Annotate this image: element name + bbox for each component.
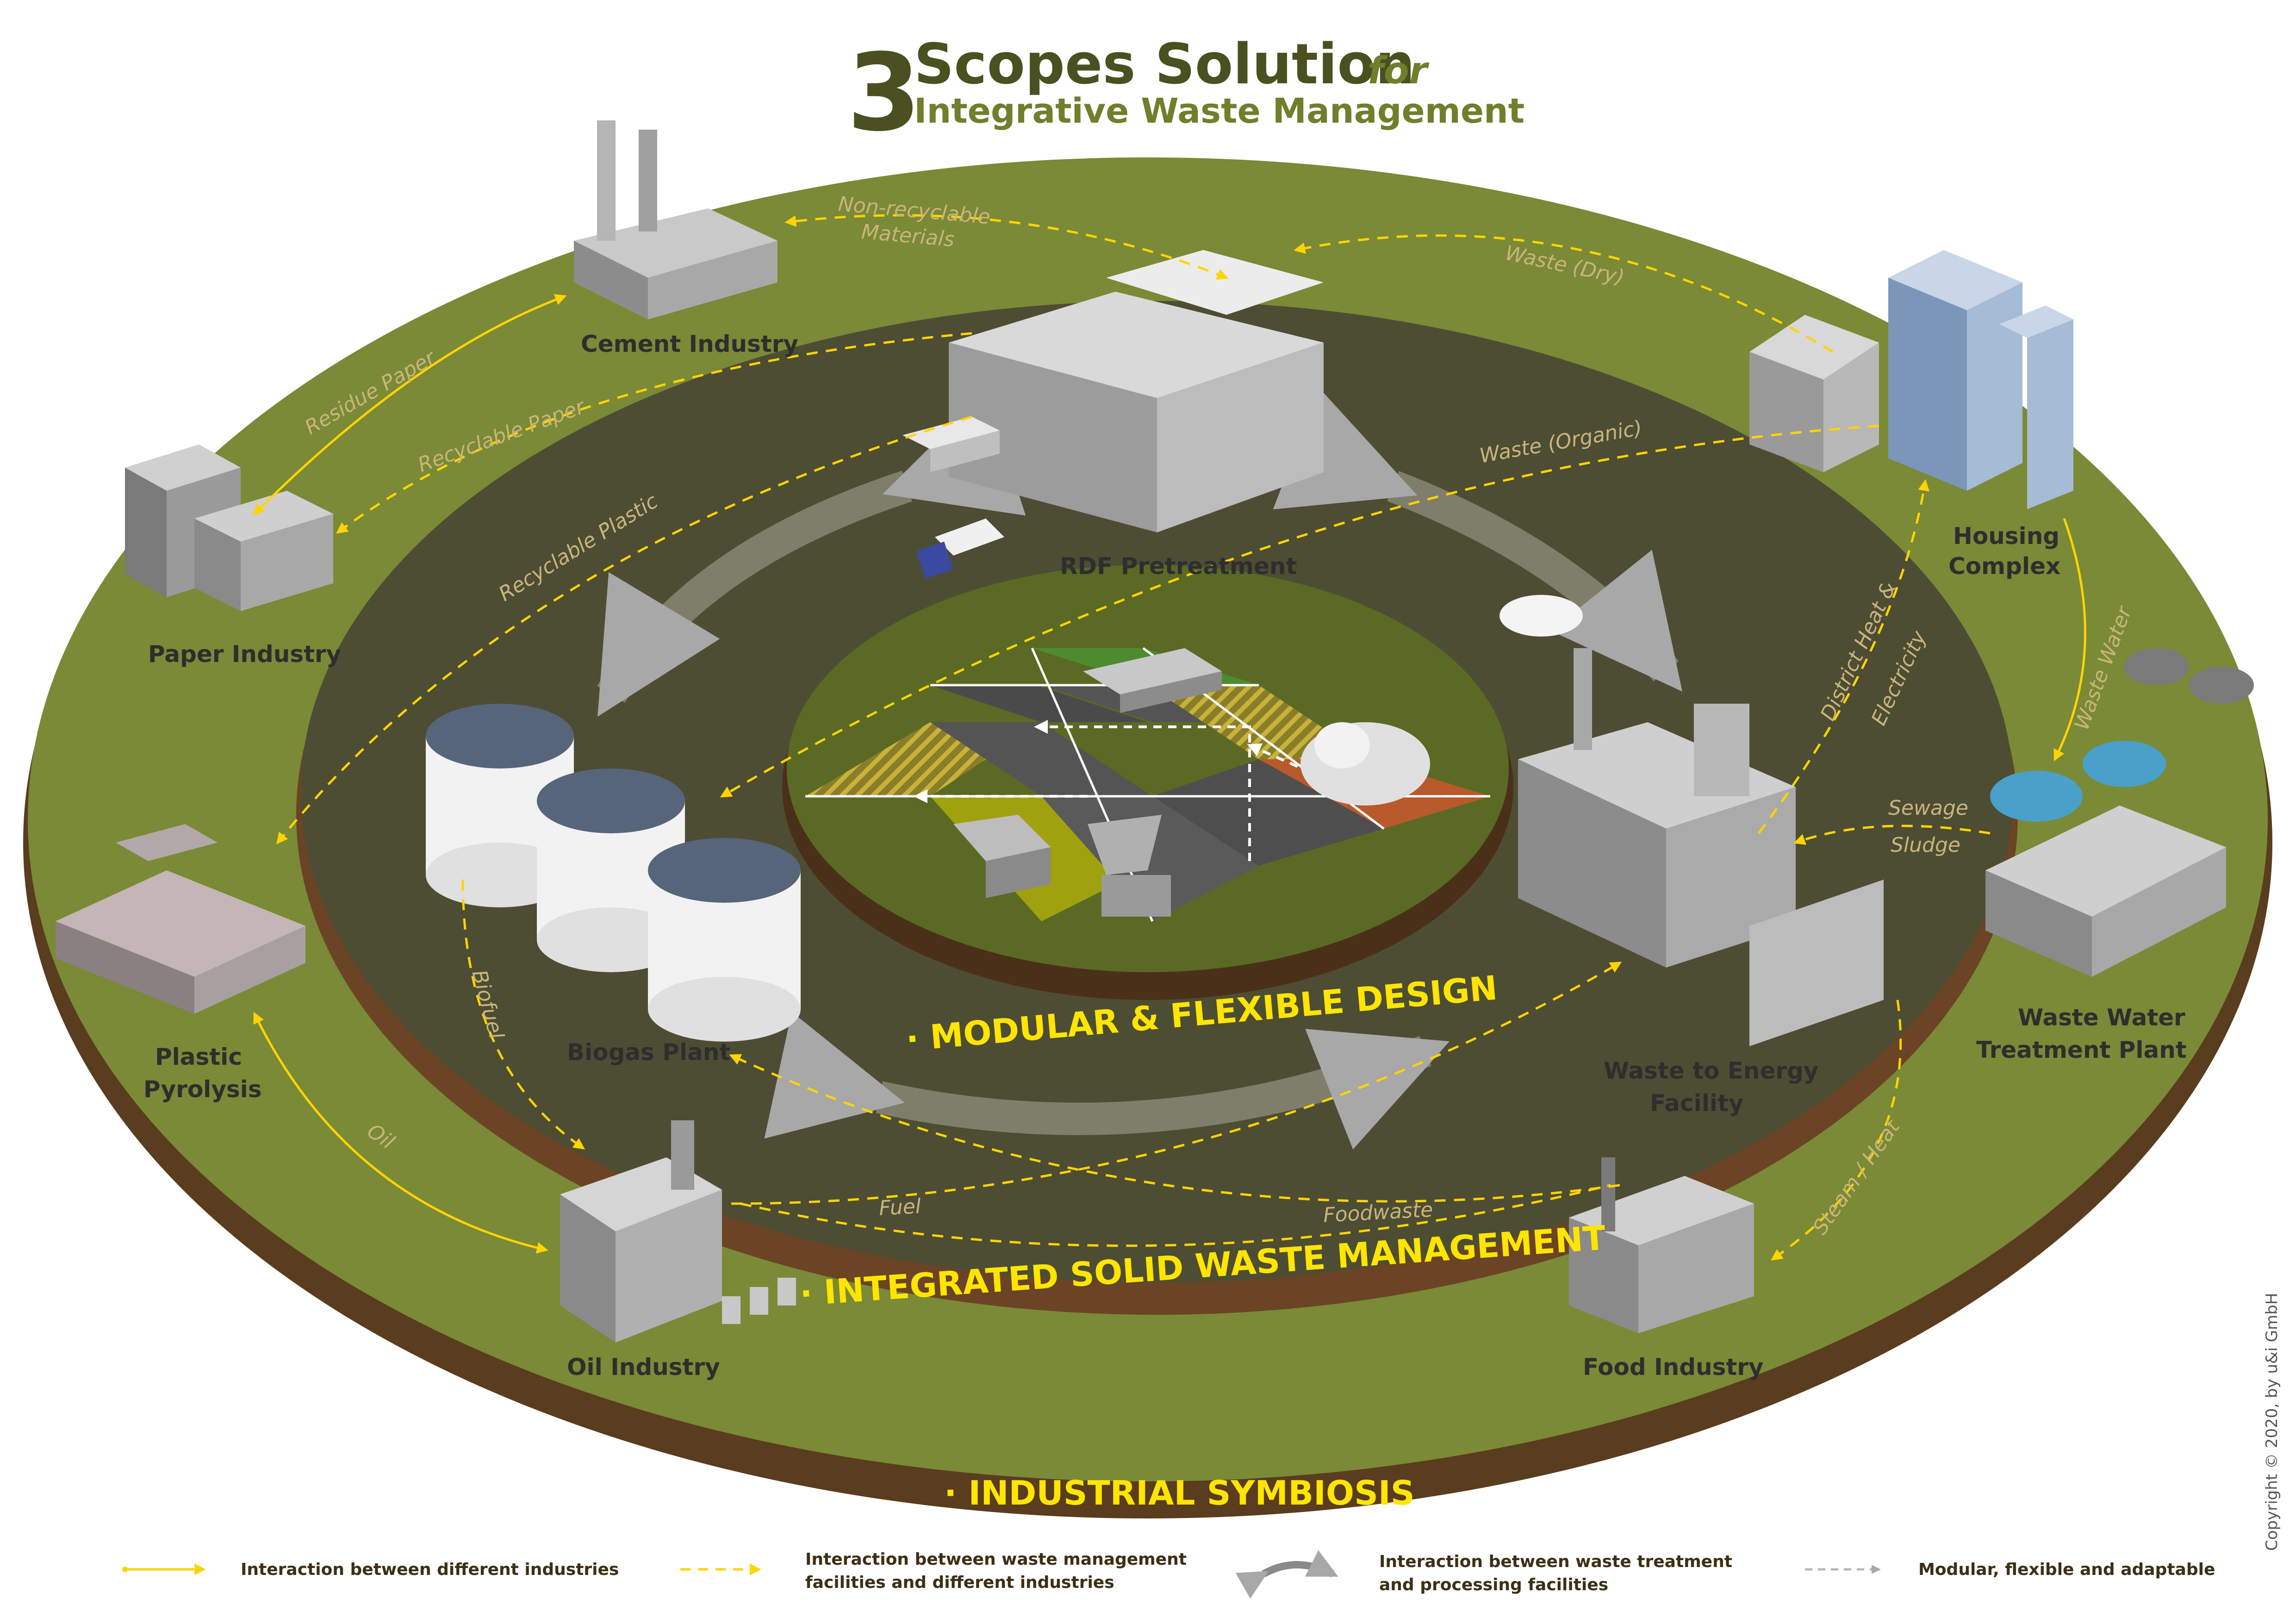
wwtp-building (1985, 648, 2254, 977)
label-foodwaste: Foodwaste (1323, 1198, 1434, 1227)
legend-solid-text: Interaction between different industries (241, 1560, 619, 1579)
rdf-truck-1 (902, 417, 1000, 472)
flow-recyclable-plastic (276, 415, 972, 844)
tile-dark-mid (930, 722, 1152, 796)
legend-dashed-text-1: Interaction between waste management (805, 1550, 1187, 1569)
oil-industry-building (560, 1120, 796, 1343)
waste-management-flows (276, 214, 1991, 1261)
legend-solid: Interaction between different industries (122, 1560, 619, 1579)
ring-title-outer: · INDUSTRIAL SYMBIOSIS (944, 1474, 1415, 1512)
label-cement-industry: Cement Industry (581, 331, 798, 357)
rdf-pretreatment-building (902, 250, 1324, 579)
flow-non-recyclable (784, 214, 1229, 280)
label-biogas-plant: Biogas Plant (567, 1039, 730, 1066)
flow-steam-heat (1770, 999, 1902, 1261)
label-fuel: Fuel (878, 1194, 922, 1220)
flow-foodwaste-biogas (729, 1054, 1620, 1203)
legend-grey-text-1: Interaction between waste treatment (1379, 1552, 1732, 1571)
legend-dotted: Modular, flexible and adaptable (1805, 1560, 2215, 1579)
flow-residue-paper (253, 294, 567, 516)
wte-smoke (1500, 595, 1583, 637)
legend-solid-dot (122, 1567, 128, 1572)
legend-grey-arrow (1235, 1550, 1338, 1599)
legend-grey-text-2: and processing facilities (1379, 1575, 1608, 1594)
legend-grey: Interaction between waste treatment and … (1235, 1550, 1732, 1599)
flow-biofuel (461, 879, 585, 1149)
title-subtitle: Integrative Waste Management (914, 91, 1524, 131)
tile-dark-right (1152, 759, 1384, 866)
legend-dotted-text: Modular, flexible and adaptable (1918, 1560, 2215, 1579)
machine-conveyor (1083, 648, 1222, 713)
grey-arrow-bottom (764, 1012, 1450, 1149)
digester-2 (2189, 667, 2254, 704)
label-oil-industry: Oil Industry (567, 1354, 720, 1380)
modular-grid (805, 647, 1490, 922)
clarifier-1 (1990, 771, 2083, 822)
paper-industry-building (125, 444, 333, 611)
title-suffix: for (1368, 49, 1430, 92)
cement-industry-building (574, 120, 778, 319)
machine-shredder (953, 815, 1051, 898)
label-wwtp-2: Treatment Plant (1976, 1037, 2187, 1063)
flow-recyclable-paper (336, 332, 972, 534)
grey-arrow-top-left (597, 392, 1026, 717)
label-plastic-1: Plastic (155, 1043, 242, 1070)
label-plastic-2: Pyrolysis (143, 1076, 262, 1103)
flow-waste-water (2053, 518, 2086, 762)
industry-interaction-flows (253, 294, 2086, 1254)
label-wwtp-1: Waste Water (2018, 1004, 2185, 1031)
facility-labels: Cement Industry Paper Industry Plastic P… (143, 331, 2187, 1380)
oil-tanks (722, 1278, 796, 1324)
legend-dashed-text-2: facilities and different industries (805, 1573, 1114, 1592)
biogas-plant-building (426, 704, 801, 1042)
treatment-interaction-arrows (597, 388, 1682, 1149)
plastic-pyrolysis-building (56, 824, 305, 1014)
label-sewage-2: Sludge (1891, 833, 1960, 857)
label-wte-2: Facility (1650, 1090, 1744, 1117)
title-number: 3 (847, 31, 921, 155)
food-industry-building (1569, 1157, 1754, 1333)
waste-to-energy-building (1500, 595, 1884, 1046)
title-main: Scopes Solution (914, 32, 1415, 97)
label-rdf-pretreatment: RDF Pretreatment (1060, 553, 1297, 580)
legend-dashed: Interaction between waste management fac… (680, 1550, 1187, 1592)
flow-sewage-sludge (1793, 824, 1991, 845)
title-block: 3 Scopes Solution for Integrative Waste … (847, 31, 1524, 155)
modular-arrow-1 (1034, 720, 1251, 861)
flow-waste-organic (720, 425, 1879, 798)
digester-1 (2124, 648, 2189, 685)
label-housing-2: Complex (1948, 553, 2060, 580)
machine-hopper (1088, 815, 1171, 917)
label-sewage-1: Sewage (1888, 796, 1968, 820)
label-food-industry: Food Industry (1583, 1354, 1764, 1380)
flow-oil (253, 1012, 548, 1254)
clarifier-2 (2083, 741, 2166, 787)
label-paper-industry: Paper Industry (148, 641, 341, 668)
machine-tank (1300, 722, 1430, 806)
flow-district-heat (1757, 479, 1930, 834)
biogas-tank-3 (648, 838, 801, 1042)
grey-arrow-top-right (1273, 388, 1682, 692)
label-housing-1: Housing (1953, 523, 2060, 550)
copyright-text: Copyright © 2020, by u&i GmbH (2263, 1293, 2281, 1551)
flow-fuel-foodwaste (740, 1184, 1611, 1247)
rdf-truck-2 (916, 518, 1004, 579)
flow-waste-dry (1294, 234, 1834, 353)
flow-fuel-wte (731, 962, 1622, 1205)
legend: Interaction between different industries… (122, 1550, 2215, 1599)
label-wte-1: Waste to Energy (1604, 1057, 1818, 1084)
housing-complex-building (1749, 250, 2073, 509)
